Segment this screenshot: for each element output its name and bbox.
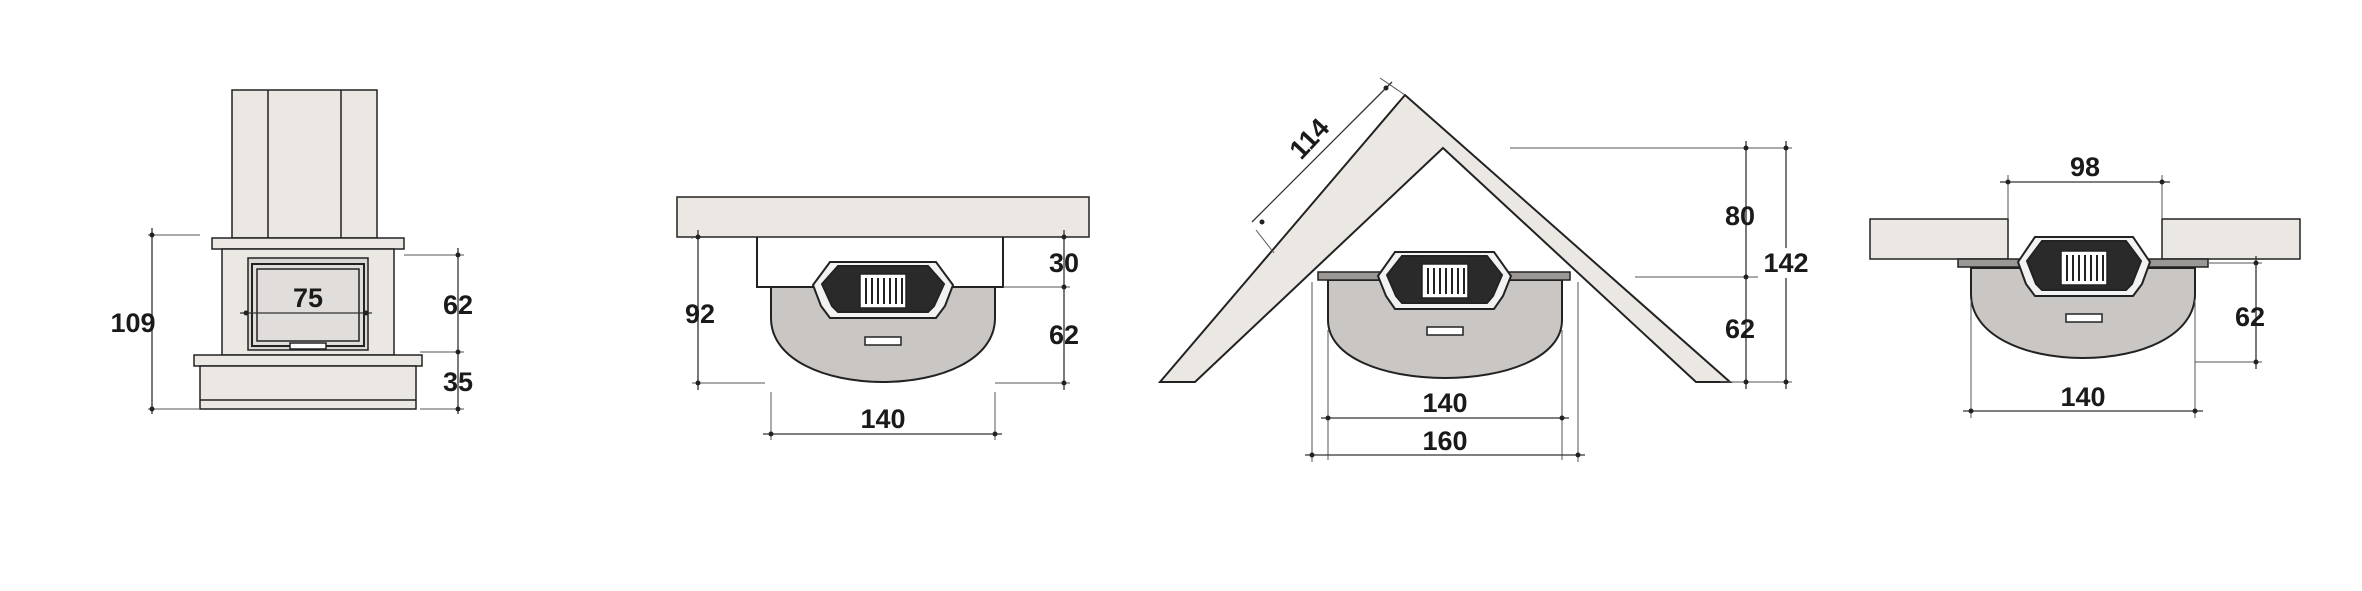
flat-width-label: 140: [860, 404, 905, 434]
right-wall-block: [2161, 218, 2301, 260]
corner-inner-width-label: 140: [1422, 388, 1467, 418]
front-opening-height-label: 62: [443, 290, 473, 320]
recessed-plan: 98 62 140: [1869, 152, 2301, 418]
firebox-handle: [289, 342, 327, 350]
insert-unit: [811, 261, 955, 346]
corner-total-depth-label: 142: [1763, 248, 1808, 278]
corner-insert-unit: [1376, 251, 1513, 336]
wall-section: [676, 196, 1090, 238]
hearth-base: [199, 365, 417, 410]
corner-plan: 114 80 62 142 140 160: [1157, 77, 1814, 462]
hearth-plinth: [193, 354, 423, 367]
left-wall-block: [1869, 218, 2009, 260]
corner-outer-width-label: 160: [1422, 426, 1467, 456]
corner-upper-depth-label: 80: [1725, 201, 1755, 231]
flat-front-depth-label: 62: [1049, 320, 1079, 350]
corner-lower-depth-label: 62: [1725, 314, 1755, 344]
front-opening-width-label: 75: [293, 283, 323, 313]
recessed-niche-width-label: 98: [2070, 152, 2100, 182]
chimney-hood: [231, 89, 378, 239]
recessed-insert-unit: [2016, 236, 2152, 323]
corner-wall-length-label: 114: [1284, 113, 1336, 165]
recessed-depth-label: 62: [2235, 302, 2265, 332]
front-base-height-label: 35: [443, 367, 473, 397]
mantel-shelf: [211, 237, 405, 250]
recessed-hearth: [1970, 267, 2196, 360]
front-view: 109 75 62 35: [110, 89, 473, 414]
flat-wall-plan: 92 30 62 140: [676, 196, 1090, 440]
flat-depth-total-label: 92: [685, 299, 715, 329]
flat-back-depth-label: 30: [1049, 248, 1079, 278]
recessed-width-label: 140: [2060, 382, 2105, 412]
front-total-height-label: 109: [110, 308, 155, 338]
